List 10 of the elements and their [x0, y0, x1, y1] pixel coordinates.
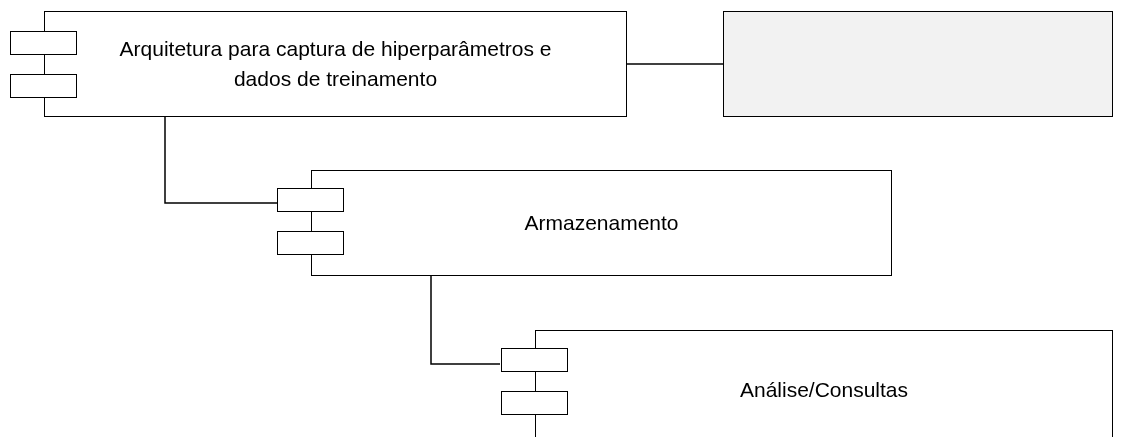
connector-line	[430, 275, 501, 365]
component-label: Arquitetura para captura de hiperparâmetros e dados de treinamento	[118, 36, 553, 92]
component-box	[44, 11, 627, 117]
component-label: Análise/Consultas	[739, 377, 909, 403]
connector-line	[164, 116, 278, 204]
component-box	[535, 330, 1113, 437]
component-box	[311, 170, 892, 276]
connector-line	[626, 63, 724, 65]
component-label: Armazenamento	[524, 210, 679, 236]
box	[723, 11, 1113, 117]
